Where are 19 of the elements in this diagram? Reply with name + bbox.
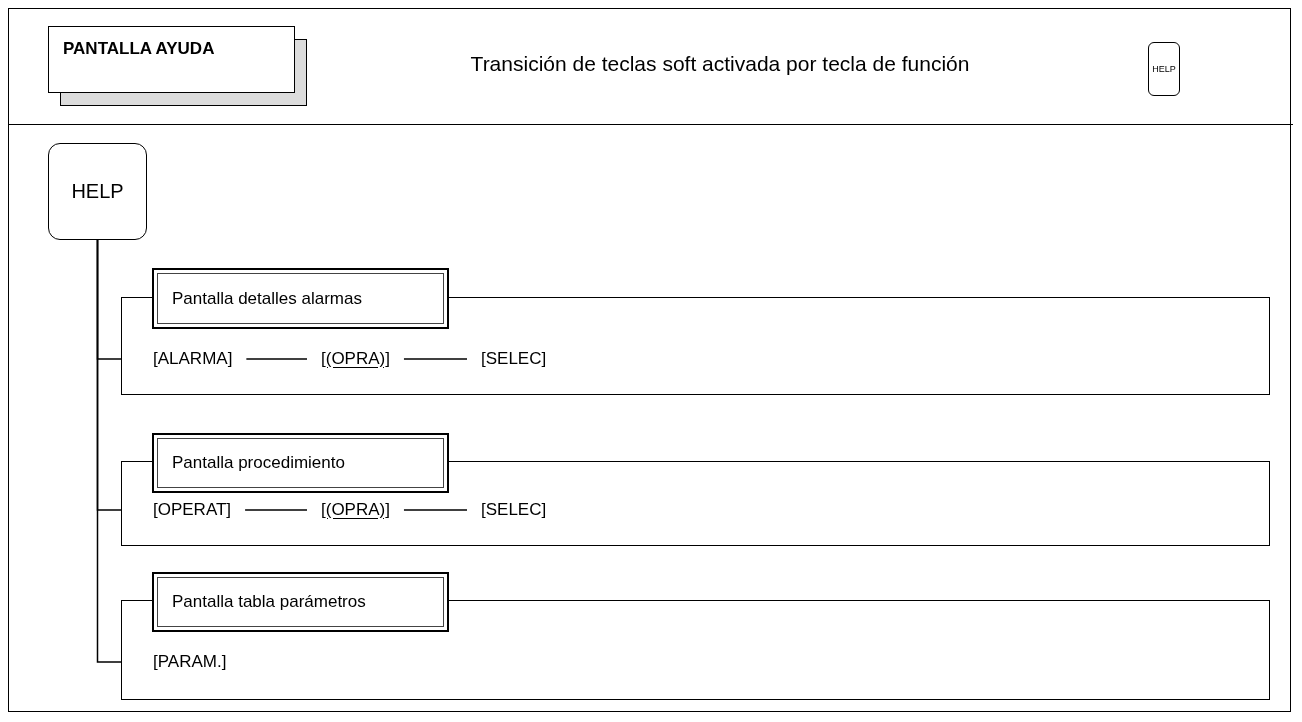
soft-key-label: [PARAM.] <box>139 652 241 672</box>
help-key: HELP <box>1148 42 1180 96</box>
screen-heading-box: Pantalla tabla parámetros <box>152 572 449 632</box>
soft-key-label: [(OPRA)] <box>307 349 404 369</box>
soft-key-label: [(OPRA)] <box>307 500 404 520</box>
screen-heading-box: Pantalla procedimiento <box>152 433 449 493</box>
diagram-title: Transición de teclas soft activada por tecla de función <box>469 52 971 76</box>
connector-line <box>245 358 308 360</box>
soft-key-label: [ALARMA] <box>139 349 247 369</box>
soft-key-label: [SELEC] <box>467 500 561 520</box>
help-key: HELP <box>48 143 147 240</box>
connector-line <box>244 509 308 511</box>
connector-line <box>403 509 468 511</box>
screen-heading-box: Pantalla detalles alarmas <box>152 268 449 329</box>
soft-key-label: [OPERAT] <box>139 500 246 520</box>
connector-line <box>96 239 122 663</box>
screen-title-box: PANTALLA AYUDA <box>48 26 295 93</box>
soft-key-label: [SELEC] <box>467 349 561 369</box>
connector-line <box>403 358 468 360</box>
